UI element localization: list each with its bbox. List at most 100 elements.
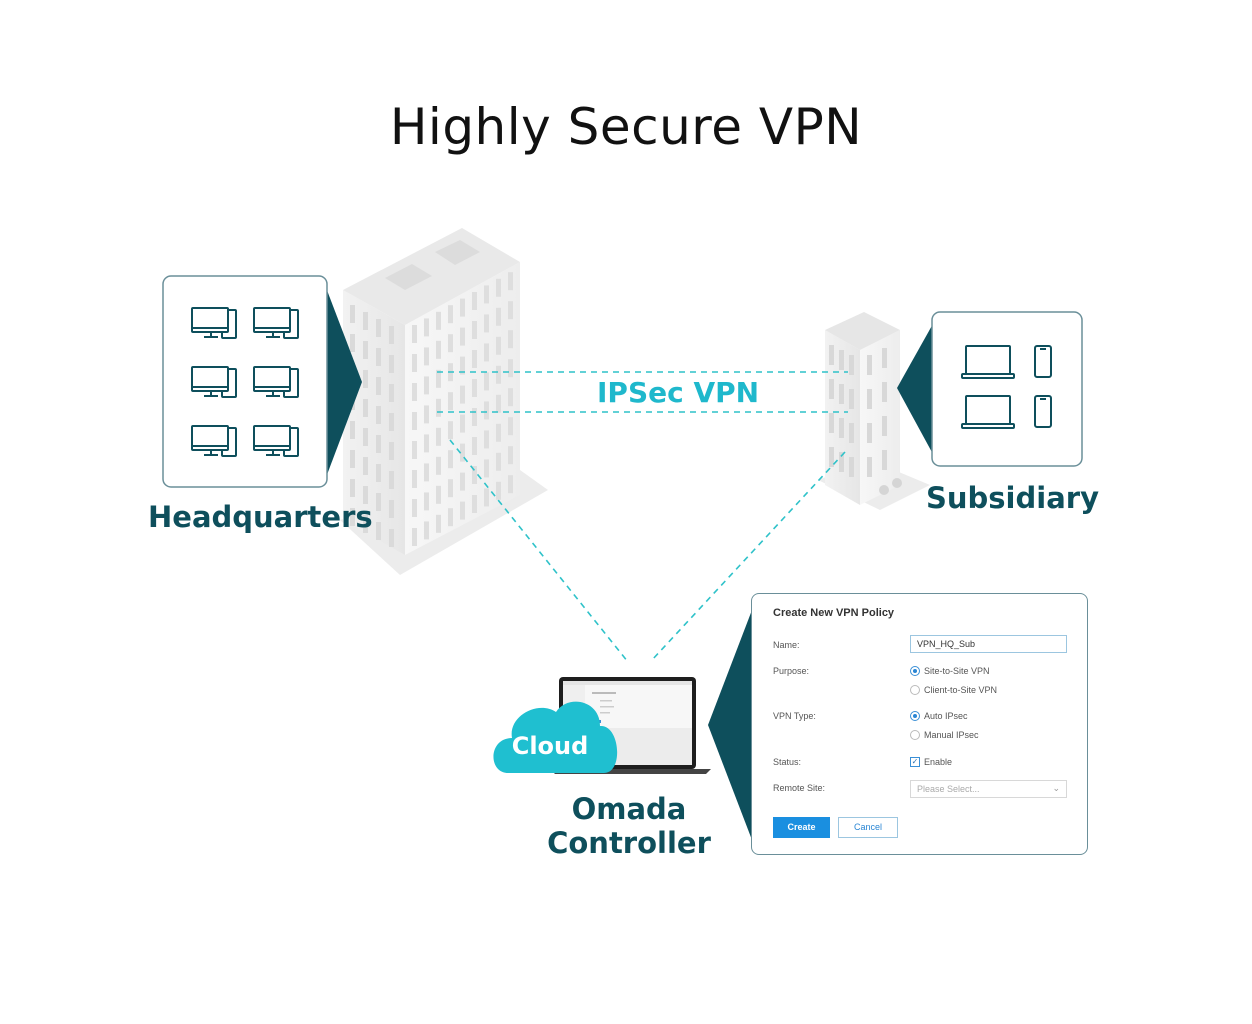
window	[363, 457, 368, 475]
window	[496, 365, 501, 384]
radio-selected-icon[interactable]	[910, 711, 920, 721]
window	[376, 377, 381, 395]
window	[484, 430, 489, 449]
window	[460, 356, 465, 375]
cancel-button[interactable]: Cancel	[838, 817, 898, 838]
window	[496, 278, 501, 297]
desktop-icon	[191, 307, 237, 339]
subsidiary-panel-arrow	[897, 322, 934, 456]
vpn-type-option-manual[interactable]: Manual IPsec	[910, 730, 979, 740]
window	[849, 423, 854, 443]
window	[460, 443, 465, 462]
window	[484, 285, 489, 304]
cloud-icon	[493, 701, 618, 773]
window	[496, 452, 501, 471]
window	[412, 412, 417, 430]
window	[867, 389, 872, 409]
window	[376, 406, 381, 424]
window	[867, 355, 872, 375]
subsidiary-device-panel	[931, 311, 1083, 467]
purpose-option-client-to-site[interactable]: Client-to-Site VPN	[910, 685, 997, 695]
window	[376, 493, 381, 511]
window	[460, 414, 465, 433]
window	[460, 472, 465, 491]
window	[424, 376, 429, 395]
window	[829, 345, 834, 365]
window	[436, 485, 441, 504]
create-vpn-policy-dialog: Create New VPN Policy Name: VPN_HQ_Sub P…	[751, 593, 1088, 855]
vpn-links	[437, 371, 848, 663]
window	[424, 492, 429, 511]
radio-unselected-icon[interactable]	[910, 730, 920, 740]
page-title: Highly Secure VPN	[389, 98, 863, 156]
omada-label-line2: Controller	[547, 826, 711, 860]
window	[472, 495, 477, 513]
omada-controller-label: Omada Controller	[540, 792, 718, 860]
window	[867, 457, 872, 477]
window	[363, 486, 368, 504]
window	[484, 372, 489, 391]
window	[496, 423, 501, 442]
window	[424, 521, 429, 540]
window	[350, 479, 355, 497]
radio-unselected-icon[interactable]	[910, 685, 920, 695]
option-label: Site-to-Site VPN	[924, 666, 990, 676]
chevron-down-icon: ⌄	[1052, 783, 1060, 793]
window	[412, 528, 417, 546]
window	[424, 405, 429, 424]
window	[376, 319, 381, 337]
desktop-icon	[191, 425, 237, 457]
headquarters-label: Headquarters	[148, 500, 373, 534]
window	[389, 355, 394, 373]
window	[472, 379, 477, 397]
name-label: Name:	[773, 640, 800, 650]
window	[448, 450, 453, 469]
subsidiary-building	[818, 312, 930, 510]
window	[839, 350, 844, 370]
desktop-icon	[253, 366, 299, 398]
window	[508, 359, 513, 378]
window	[448, 334, 453, 353]
window	[363, 341, 368, 359]
window	[460, 501, 465, 520]
phone-icon	[1034, 395, 1052, 428]
purpose-label: Purpose:	[773, 666, 810, 676]
window	[389, 529, 394, 547]
window	[412, 499, 417, 517]
window	[839, 418, 844, 438]
desktop-icon	[253, 425, 299, 457]
remote-site-select[interactable]: Please Select... ⌄	[910, 780, 1067, 798]
checkbox-checked-icon[interactable]: ✓	[910, 757, 920, 767]
window	[424, 347, 429, 366]
radio-selected-icon[interactable]	[910, 666, 920, 676]
window	[436, 369, 441, 388]
window	[448, 479, 453, 498]
window	[350, 305, 355, 323]
window	[867, 423, 872, 443]
option-label: Enable	[924, 757, 953, 767]
window	[484, 488, 489, 507]
window	[472, 292, 477, 310]
status-enable-checkbox[interactable]: ✓ Enable	[910, 757, 952, 767]
window	[882, 348, 887, 368]
window	[472, 466, 477, 484]
create-button[interactable]: Create	[773, 817, 830, 838]
window	[412, 354, 417, 372]
window	[350, 421, 355, 439]
status-label: Status:	[773, 757, 802, 767]
window	[376, 435, 381, 453]
desktop-icon	[191, 366, 237, 398]
laptop-icon	[961, 395, 1015, 429]
window	[448, 305, 453, 324]
remote-site-label: Remote Site:	[773, 783, 826, 793]
name-input[interactable]: VPN_HQ_Sub	[910, 635, 1067, 653]
window	[389, 471, 394, 489]
purpose-option-site-to-site[interactable]: Site-to-Site VPN	[910, 666, 990, 676]
hq-device-panel	[162, 275, 328, 488]
window	[436, 398, 441, 417]
hq-panel-arrow	[325, 285, 362, 480]
window	[448, 508, 453, 527]
dialog-arrow	[708, 610, 752, 840]
vpn-type-option-auto[interactable]: Auto IPsec	[910, 711, 968, 721]
window	[363, 515, 368, 533]
